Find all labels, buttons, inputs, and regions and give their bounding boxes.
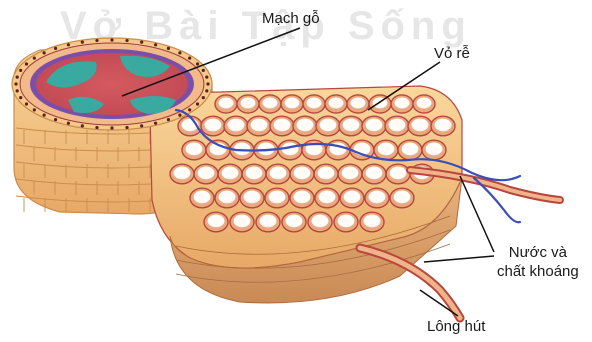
label-water-minerals-line2: chất khoáng — [497, 262, 579, 281]
cortex-cell — [398, 140, 422, 160]
cortex-cell — [215, 95, 237, 113]
label-water-minerals-line1: Nước và — [497, 243, 579, 262]
cortex-cell — [215, 188, 239, 208]
cortex-cell — [182, 140, 206, 160]
cortex-cell — [431, 116, 455, 136]
cortex-cell — [386, 164, 410, 184]
cortex-cell — [218, 164, 242, 184]
cortex-cell — [334, 212, 358, 232]
cortex-cell — [266, 164, 290, 184]
cortex-cell — [347, 95, 369, 113]
cortex-cell — [362, 116, 386, 136]
cortex-cell — [259, 95, 281, 113]
cortex-cell — [224, 116, 248, 136]
cortex-cell — [190, 188, 214, 208]
cortex-cell — [290, 188, 314, 208]
cortex-cell — [391, 95, 413, 113]
label-root-cortex: Vỏ rễ — [434, 46, 470, 61]
cortex-cell — [247, 116, 271, 136]
stele-cross-section — [12, 38, 212, 130]
cortex-cell — [281, 95, 303, 113]
cortex-cell — [385, 116, 409, 136]
cortex-cell — [408, 116, 432, 136]
cortex-cell — [293, 116, 317, 136]
cortex-cell — [422, 140, 446, 160]
cortex-cell — [314, 164, 338, 184]
cortex-cell — [413, 95, 435, 113]
cortex-cell — [338, 164, 362, 184]
label-root-hair: Lông hút — [427, 319, 485, 334]
cortex-cell — [374, 140, 398, 160]
cortex-cell — [204, 212, 228, 232]
cortex-cell — [242, 164, 266, 184]
cortex-cell — [325, 95, 347, 113]
cortex-cell — [365, 188, 389, 208]
cortex-cell — [316, 116, 340, 136]
cortex-cell — [194, 164, 218, 184]
cortex-cell — [326, 140, 350, 160]
cortex-cell — [362, 164, 386, 184]
label-xylem: Mạch gỗ — [262, 11, 320, 26]
cortex-cell — [308, 212, 332, 232]
cortex-cell — [340, 188, 364, 208]
cortex-cell — [360, 212, 384, 232]
cortex-cell — [240, 188, 264, 208]
cortex-cell — [282, 212, 306, 232]
cortex-cell — [339, 116, 363, 136]
cortex-cell — [256, 212, 280, 232]
cortex-cell — [170, 164, 194, 184]
cortex-cell — [237, 95, 259, 113]
cortex-cell — [315, 188, 339, 208]
cortex-cell — [278, 140, 302, 160]
cortex-cell — [290, 164, 314, 184]
cortex-cell — [270, 116, 294, 136]
cortex-cell — [178, 116, 202, 136]
cortex-cell — [201, 116, 225, 136]
cortex-cell — [206, 140, 230, 160]
cortex-cell — [303, 95, 325, 113]
cortex-cell — [390, 188, 414, 208]
cortex-cell — [230, 212, 254, 232]
label-water-minerals: Nước và chất khoáng — [497, 243, 579, 281]
cortex-cell — [265, 188, 289, 208]
